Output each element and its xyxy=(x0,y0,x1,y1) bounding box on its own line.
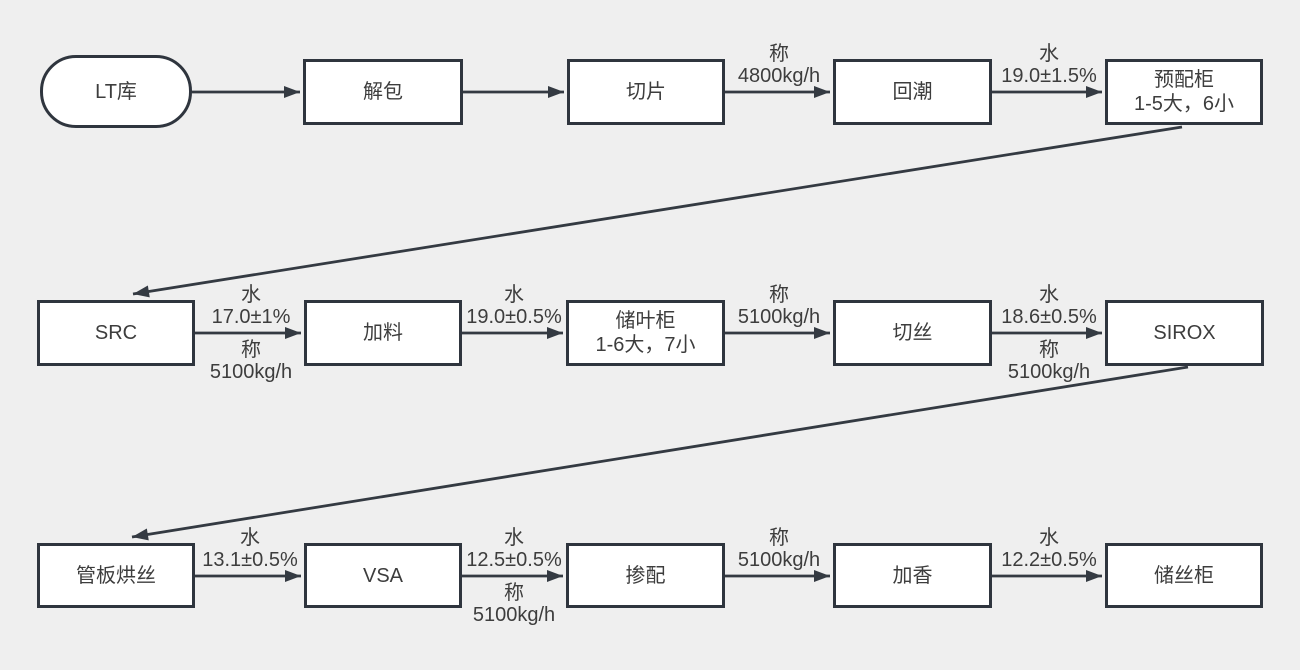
edge-label-vsa-blend-above: 水 12.5±0.5% xyxy=(466,527,562,571)
edge-label-slice-remoisten: 称 4800kg/h xyxy=(737,43,821,87)
node-label: LT库 xyxy=(95,80,137,103)
node-label: SIROX xyxy=(1153,322,1216,344)
node-label: 切片 xyxy=(626,81,666,103)
edge-label-cutrag-sirox-below: 称 5100kg/h xyxy=(1007,339,1091,383)
edge-label-casing-leafcab: 水 19.0±0.5% xyxy=(466,284,562,328)
edge-label-src-casing-above: 水 17.0±1% xyxy=(211,284,291,328)
flow-node-pre-blend-cabinet: 预配柜 1-5大，6小 xyxy=(1105,59,1263,125)
flow-node-cut-rag: 切丝 xyxy=(833,300,992,366)
flow-node-sirox: SIROX xyxy=(1105,300,1264,366)
edge-preblend-src xyxy=(132,125,1183,298)
flow-node-lt-store: LT库 xyxy=(40,55,192,128)
flow-node-casing: 加料 xyxy=(304,300,462,366)
node-label: 掺配 xyxy=(625,564,666,587)
flow-node-tube-panel-dryer: 管板烘丝 xyxy=(37,543,195,608)
node-label: 预配柜 xyxy=(1154,69,1214,91)
edge-label-remoisten-preblend: 水 19.0±1.5% xyxy=(1001,43,1097,87)
node-label: 储丝柜 xyxy=(1154,564,1214,587)
edge-label-flavoring-store: 水 12.2±0.5% xyxy=(1001,527,1097,571)
node-label: 加香 xyxy=(892,564,933,587)
node-label: 切丝 xyxy=(892,322,933,344)
flow-node-remoisten: 回潮 xyxy=(833,59,992,125)
edge-label-vsa-blend-below: 称 5100kg/h xyxy=(472,582,556,626)
node-label: 加料 xyxy=(363,322,403,344)
edge-label-src-casing-below: 称 5100kg/h xyxy=(209,339,293,383)
node-sublabel: 1-5大，6小 xyxy=(1133,93,1235,115)
node-label: 储叶柜 xyxy=(615,310,676,332)
flow-node-vsa: VSA xyxy=(304,543,462,608)
edge-label-blend-flavoring: 称 5100kg/h xyxy=(737,527,821,571)
flow-node-flavoring: 加香 xyxy=(833,543,992,608)
edge-sirox-dryer xyxy=(131,365,1189,541)
flow-node-src: SRC xyxy=(37,300,195,366)
flow-node-cut-tobacco-store: 储丝柜 xyxy=(1105,543,1263,608)
flow-node-leaf-cabinet: 储叶柜 1-6大，7小 xyxy=(566,300,725,366)
flow-node-slice: 切片 xyxy=(567,59,725,125)
flow-node-unpack: 解包 xyxy=(303,59,463,125)
edge-label-dryer-vsa: 水 13.1±0.5% xyxy=(202,527,298,571)
node-label: 回潮 xyxy=(892,81,933,103)
node-label: VSA xyxy=(362,564,404,587)
edge-label-cutrag-sirox-above: 水 18.6±0.5% xyxy=(1001,284,1097,328)
flow-node-blend: 掺配 xyxy=(566,543,725,608)
node-label: 管板烘丝 xyxy=(76,564,156,587)
node-label: SRC xyxy=(94,322,138,344)
node-sublabel: 1-6大，7小 xyxy=(595,334,696,356)
edge-label-leafcab-cutrag: 称 5100kg/h xyxy=(737,284,821,328)
node-label: 解包 xyxy=(363,81,403,103)
